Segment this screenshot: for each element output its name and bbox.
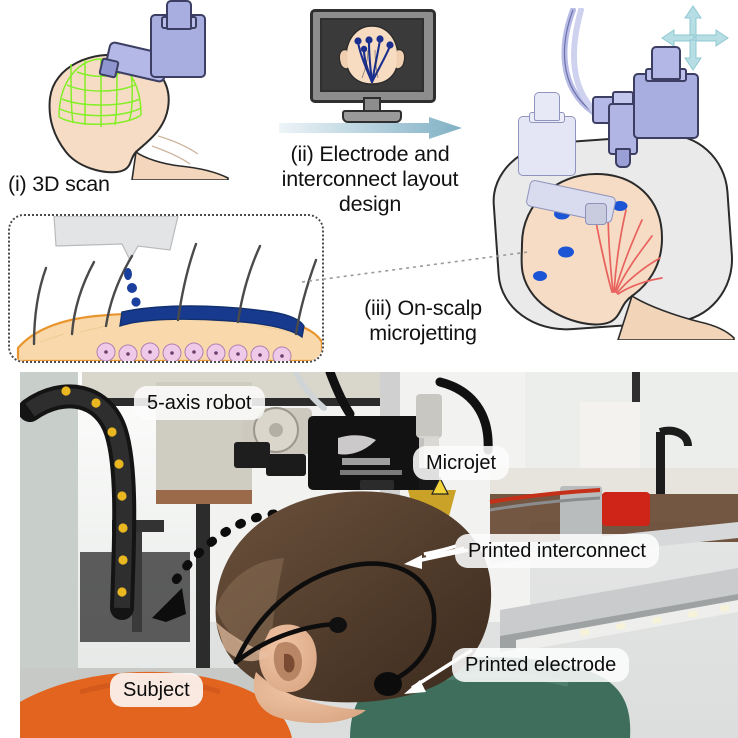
label-printed-interconnect: Printed interconnect bbox=[455, 534, 659, 568]
label-subject: Subject bbox=[110, 673, 203, 707]
printed-traces bbox=[233, 561, 437, 696]
cable-chain bbox=[20, 384, 137, 620]
scanner-top-cylinder bbox=[166, 0, 192, 30]
nozzle-shadow bbox=[53, 216, 179, 262]
label-microjet: Microjet bbox=[413, 446, 510, 480]
printhead-ghost-top bbox=[534, 92, 560, 121]
scalp-cross-section bbox=[10, 216, 322, 361]
schematic-panel: (i) 3D scan bbox=[0, 0, 738, 363]
printhead-top-cylinder bbox=[651, 46, 681, 80]
microjetting-inset bbox=[8, 214, 324, 363]
hair-strands bbox=[32, 242, 318, 346]
printhead-ghost-body bbox=[518, 116, 576, 176]
monitor-base bbox=[342, 110, 402, 123]
electrode-dots bbox=[354, 35, 394, 53]
motion-arrow-icon bbox=[152, 509, 279, 622]
process-arrow-icon bbox=[279, 117, 462, 139]
caption-step-iii-line2: microjetting bbox=[369, 321, 477, 345]
caption-step-ii-line1: (ii) Electrode and bbox=[290, 142, 450, 166]
robot-wrist bbox=[234, 407, 312, 476]
printhead-body bbox=[633, 73, 699, 139]
step-3d-scan-group: (i) 3D scan bbox=[0, 0, 738, 196]
caption-step-iii: (iii) On-scalp microjetting bbox=[318, 296, 528, 346]
monitor-screen bbox=[320, 18, 424, 92]
axis-motion-arrows-icon bbox=[661, 5, 729, 71]
inset-leader-line bbox=[301, 251, 529, 283]
gantry-rails-right bbox=[489, 426, 738, 652]
printed-ink-layer bbox=[119, 305, 305, 339]
printhead-ghost-tip bbox=[585, 203, 607, 225]
subject-head bbox=[215, 491, 492, 724]
printed-electrode-small bbox=[329, 617, 347, 633]
printed-electrode-large bbox=[374, 672, 402, 696]
label-printed-electrode: Printed electrode bbox=[452, 648, 630, 682]
caption-step-i: (i) 3D scan bbox=[8, 172, 110, 196]
caption-step-iii-line1: (iii) On-scalp bbox=[364, 296, 482, 320]
interconnect-traces bbox=[591, 201, 663, 295]
caption-step-ii-line2: interconnect layout bbox=[281, 167, 459, 191]
label-5-axis-robot: 5-axis robot bbox=[134, 386, 265, 420]
dermis-cells bbox=[96, 342, 292, 361]
caption-step-ii-line3: design bbox=[338, 192, 402, 216]
subject-head-scan-illustration bbox=[48, 53, 229, 180]
printhead-nozzle-tip bbox=[615, 148, 631, 168]
caption-step-ii: (ii) Electrode and interconnect layout d… bbox=[250, 142, 490, 217]
ink-droplets bbox=[124, 268, 141, 307]
